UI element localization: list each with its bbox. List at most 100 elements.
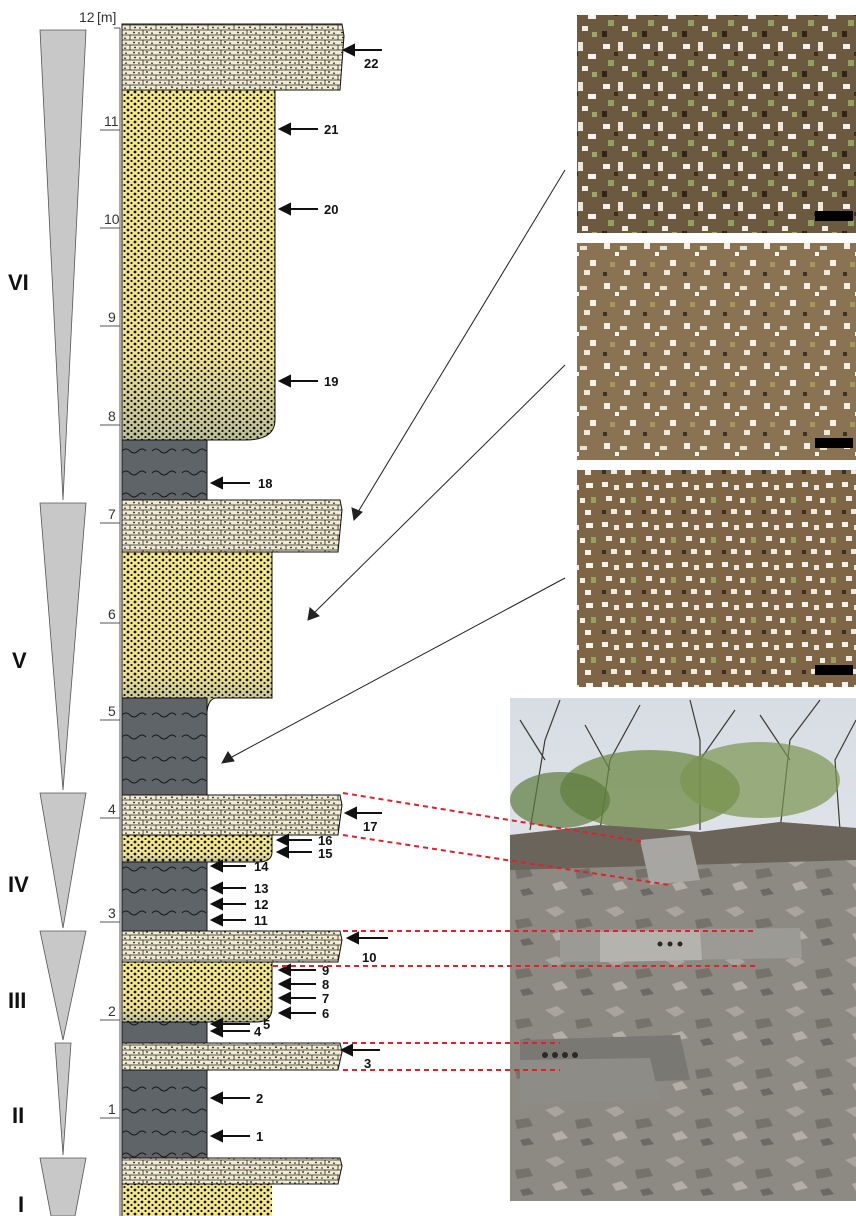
outcrop-photograph [510, 698, 856, 1201]
axis-tick-2: 2 [100, 1003, 120, 1021]
svg-text:5: 5 [263, 1017, 270, 1032]
sample-10: 10 [345, 931, 388, 965]
cycle-label-III: III [8, 988, 26, 1013]
svg-text:18: 18 [258, 476, 272, 491]
svg-text:11: 11 [254, 913, 268, 928]
cycle-label-VI: VI [8, 270, 29, 295]
svg-text:9: 9 [322, 963, 329, 978]
cycle-label-IV: IV [8, 872, 29, 897]
limestone-bed-3 [121, 1042, 343, 1071]
svg-text:7: 7 [322, 991, 329, 1006]
svg-text:19: 19 [324, 374, 338, 389]
cycle-triangles [39, 29, 87, 1216]
sample-19: 19 [277, 374, 338, 389]
sample-2: 2 [209, 1091, 263, 1106]
lithologic-column [121, 23, 345, 1216]
sample-18: 18 [209, 476, 272, 491]
cycle-triangle-II [54, 1042, 72, 1156]
scale-bar-lower [815, 665, 853, 675]
svg-text:3: 3 [108, 905, 116, 921]
depth-axis: 12 [m] 1 2 3 4 5 6 7 8 9 10 11 [79, 9, 121, 1216]
axis-tick-6: 6 [100, 606, 120, 624]
svg-text:2: 2 [108, 1003, 116, 1019]
svg-text:8: 8 [322, 977, 329, 992]
limestone-bed-V-top [121, 499, 343, 553]
sample-9: 9 [277, 963, 329, 978]
svg-text:6: 6 [322, 1006, 329, 1021]
svg-text:16: 16 [318, 833, 332, 848]
axis-tick-9: 9 [100, 309, 120, 327]
pointer-lower [221, 577, 566, 764]
cycle-triangle-III [39, 930, 87, 1041]
cycle-triangle-I [39, 1157, 87, 1216]
axis-tick-7: 7 [100, 506, 120, 524]
axis-tick-8: 8 [100, 408, 120, 426]
svg-text:14: 14 [254, 859, 269, 874]
sample-markers: 1 2 3 4 5 6 7 8 9 10 11 12 13 14 15 16 1… [209, 43, 388, 1144]
sample-6: 6 [277, 1006, 329, 1021]
correlation-lines [273, 792, 755, 1071]
sample-22: 22 [341, 43, 382, 71]
svg-text:13: 13 [254, 881, 268, 896]
svg-text:6: 6 [108, 606, 116, 622]
limestone-bed-10 [121, 930, 343, 963]
limestone-bed-I [121, 1157, 343, 1185]
svg-text:1: 1 [108, 1101, 116, 1117]
svg-text:2: 2 [256, 1091, 263, 1106]
sample-7: 7 [277, 991, 329, 1006]
sample-1: 1 [209, 1129, 263, 1144]
limestone-bed-22 [121, 23, 345, 91]
svg-text:17: 17 [363, 819, 377, 834]
axis-tick-1: 1 [100, 1101, 120, 1119]
svg-text:21: 21 [324, 122, 338, 137]
pointer-upper [351, 169, 566, 522]
axis-tick-5: 5 [100, 703, 120, 721]
sample-11: 11 [209, 913, 268, 928]
cycle-labels: VI V IV III II I [8, 270, 29, 1216]
svg-text:1: 1 [256, 1129, 263, 1144]
svg-text:12: 12 [254, 897, 268, 912]
sample-3: 3 [339, 1043, 380, 1071]
scale-bar-middle [815, 438, 853, 448]
svg-text:7: 7 [108, 506, 116, 522]
sample-21: 21 [277, 122, 338, 137]
axis-tick-4: 4 [100, 801, 120, 819]
cycle-label-I: I [18, 1192, 24, 1216]
svg-text:3: 3 [364, 1056, 371, 1071]
svg-text:15: 15 [318, 846, 332, 861]
svg-text:5: 5 [108, 703, 116, 719]
svg-text:10: 10 [362, 950, 376, 965]
sample-13: 13 [209, 881, 268, 896]
svg-text:9: 9 [108, 309, 116, 325]
pointer-middle [307, 364, 566, 621]
svg-text:22: 22 [364, 56, 378, 71]
svg-text:4: 4 [108, 801, 116, 817]
scale-bar-upper [815, 211, 853, 221]
svg-text:8: 8 [108, 408, 116, 424]
cycle-triangle-IV [39, 792, 87, 929]
correlation-line-17-base [342, 834, 671, 886]
cycle-label-V: V [12, 648, 27, 673]
sample-16: 16 [275, 833, 332, 848]
micrograph-panels [577, 15, 856, 687]
micrograph-pointers [221, 169, 566, 764]
sample-5: 5 [209, 1017, 270, 1032]
axis-unit-label: [m] [97, 9, 116, 25]
axis-tick-3: 3 [100, 905, 120, 923]
cycle-triangle-V [39, 502, 87, 791]
axis-tick-11: 11 [100, 113, 120, 131]
correlation-line-17-top [342, 792, 646, 843]
svg-text:20: 20 [324, 202, 338, 217]
svg-text:11: 11 [104, 113, 119, 129]
micrograph-upper [577, 15, 856, 233]
sample-8: 8 [277, 977, 329, 992]
sample-12: 12 [209, 897, 268, 912]
axis-top-label: 12 [79, 9, 95, 25]
svg-text:4: 4 [254, 1024, 262, 1039]
axis-tick-10: 10 [100, 211, 120, 229]
svg-text:10: 10 [104, 211, 120, 227]
limestone-bed-17 [121, 794, 343, 836]
cycle-triangle-VI [39, 29, 87, 501]
cycle-label-II: II [12, 1103, 24, 1128]
micrograph-lower [577, 470, 856, 687]
